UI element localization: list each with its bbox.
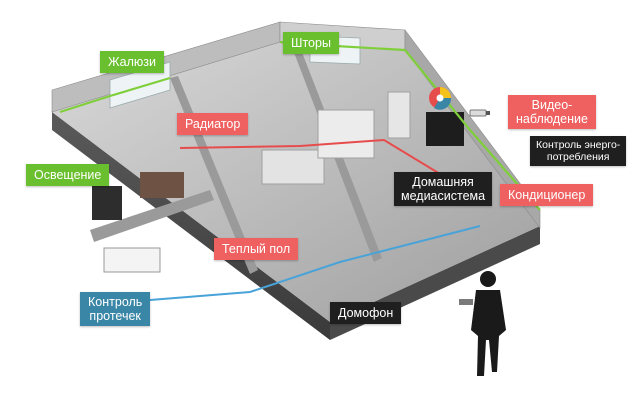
energy-control-line1: Контроль энерго-	[536, 139, 621, 151]
tablet-user-silhouette	[459, 271, 506, 376]
floor-heating-label: Теплый пол	[214, 238, 299, 260]
slab-front-face	[52, 112, 330, 340]
wire-blinds	[59, 76, 171, 114]
energy-pie-icon	[429, 87, 452, 110]
leak-control-label: Контроль протечек	[80, 292, 151, 326]
tv-icon	[426, 112, 464, 146]
leak-control-line1: Контроль	[88, 295, 143, 309]
lighting-label: Освещение	[26, 164, 110, 186]
right-wall	[404, 29, 541, 229]
video-surveillance-label: Видео- наблюдение	[508, 95, 596, 129]
bed	[317, 109, 375, 159]
security-camera-icon	[469, 109, 490, 117]
media-system-line1: Домашняя	[412, 175, 474, 189]
wire-video	[404, 49, 541, 211]
energy-control-line2: потребления	[546, 151, 610, 163]
blinds-label: Жалюзи	[100, 51, 165, 73]
intercom-label: Домофон	[330, 302, 402, 324]
bathtub	[103, 247, 161, 273]
video-surveillance-line1: Видео-	[531, 98, 573, 112]
sofa	[261, 149, 325, 185]
wire-leak	[149, 225, 481, 301]
kitchen-counter	[92, 186, 122, 220]
video-surveillance-line2: наблюдение	[516, 112, 588, 126]
energy-control-label: Контроль энерго- потребления	[530, 136, 627, 166]
air-conditioner-label: Кондиционер	[500, 184, 594, 206]
wire-radiator	[179, 138, 451, 181]
partition-bath	[90, 190, 214, 242]
radiator-label: Радиатор	[177, 113, 249, 135]
leak-control-line2: протечек	[89, 309, 141, 323]
wardrobe	[387, 91, 411, 139]
media-system-label: Домашняя медиасистема	[394, 172, 493, 206]
media-system-line2: медиасистема	[401, 189, 486, 203]
curtains-label: Шторы	[283, 32, 339, 54]
dining-table	[140, 172, 184, 198]
